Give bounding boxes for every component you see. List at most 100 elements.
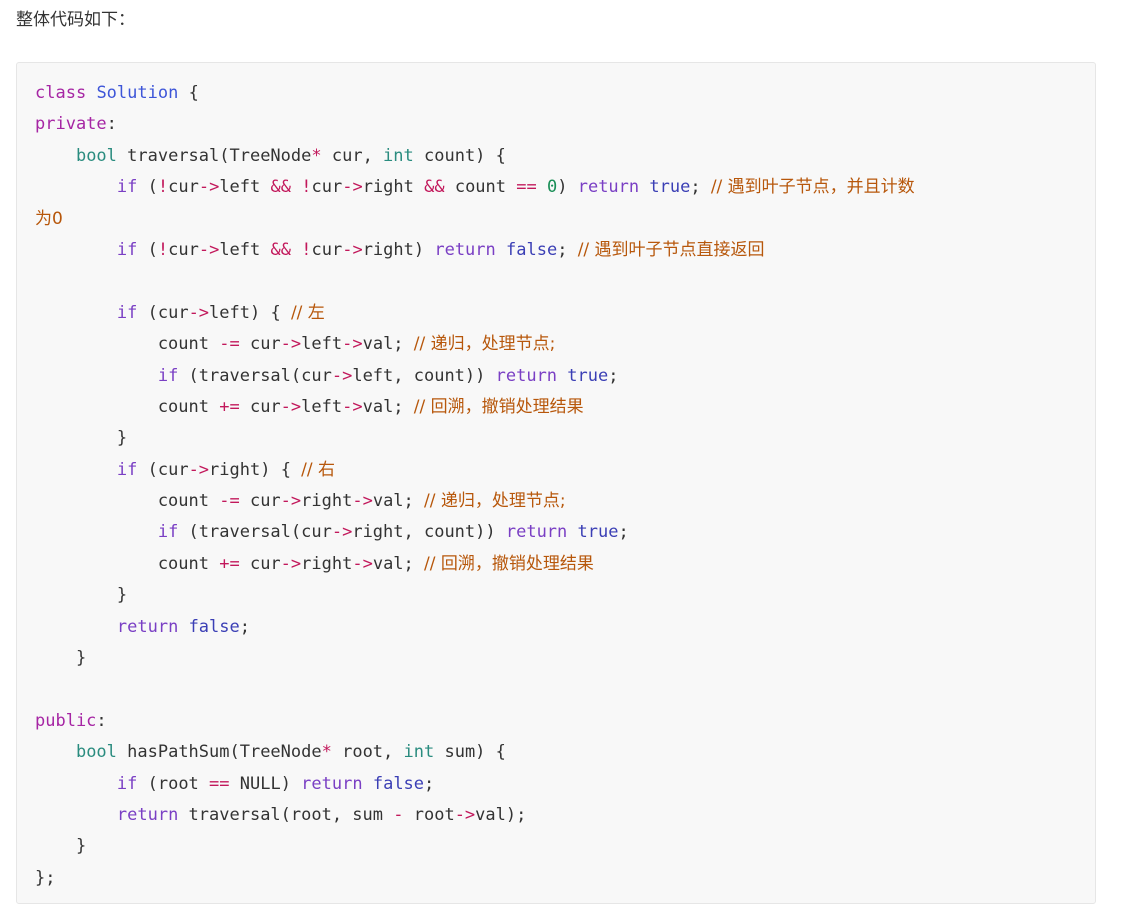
code-token: -> (188, 302, 210, 323)
code-token: ; (690, 177, 711, 198)
code-token: -> (454, 804, 476, 825)
code-token: right) { (209, 459, 302, 480)
code-token: val; (372, 491, 425, 512)
code-token: : (106, 114, 117, 135)
code-line: public: (35, 706, 1077, 737)
code-token: root (403, 804, 455, 825)
code-token: return (116, 616, 179, 637)
code-line: private: (35, 109, 1077, 140)
code-line: count -= cur->right->val; // 递归，处理节点; (35, 486, 1077, 517)
code-token: -> (352, 491, 373, 512)
code-token (86, 83, 96, 103)
code-token: (traversal(cur (178, 522, 332, 543)
code-token: false (372, 773, 425, 794)
code-token: cur (239, 396, 281, 417)
code-token: -> (331, 522, 353, 543)
code-token: } (35, 428, 128, 449)
code-token: ; (557, 239, 578, 260)
code-token: if (157, 365, 179, 386)
code-token: // 回溯，撤销处理结果 (413, 396, 584, 417)
code-token: (cur (137, 302, 189, 323)
code-token: }; (35, 867, 56, 888)
code-line: if (traversal(cur->left, count)) return … (35, 361, 1077, 392)
code-token: left (219, 239, 271, 260)
code-token: ! (301, 177, 312, 198)
code-token: } (35, 585, 128, 606)
code-token: if (116, 773, 138, 794)
code-line: } (35, 831, 1077, 862)
code-token: -> (342, 396, 363, 417)
code-token: cur (168, 177, 199, 198)
code-token: count) { (413, 145, 506, 166)
code-token: sum) { (434, 742, 506, 763)
code-token: traversal(root, sum (178, 804, 394, 825)
code-token: return (495, 365, 558, 386)
code-token (291, 177, 301, 197)
code-token: true (649, 177, 691, 198)
code-token: // 左 (290, 302, 325, 323)
code-line: return false; (35, 612, 1077, 643)
code-token: -> (342, 334, 363, 355)
code-token: && (270, 239, 291, 260)
code-token: // 遇到叶子节点直接返回 (577, 239, 765, 260)
code-token: val; (362, 396, 414, 417)
code-line: if (!cur->left && !cur->right && count =… (35, 172, 1077, 203)
code-token: ! (157, 177, 169, 198)
code-token: right (301, 491, 353, 512)
code-token: right (301, 553, 353, 574)
code-token: cur (239, 553, 281, 574)
code-token: right) (362, 239, 435, 260)
code-token (363, 774, 373, 794)
code-token: -> (331, 365, 353, 386)
code-token: val; (372, 553, 425, 574)
code-token: bool (75, 145, 117, 166)
code-token: -> (342, 239, 363, 260)
code-token: (cur (137, 459, 189, 480)
code-line: if (!cur->left && !cur->right) return fa… (35, 235, 1077, 266)
code-token: right (362, 177, 425, 198)
code-token: 0 (546, 177, 558, 198)
code-token: left) { (209, 302, 291, 323)
code-token: hasPathSum(TreeNode (116, 742, 322, 763)
code-line: bool hasPathSum(TreeNode* root, int sum)… (35, 737, 1077, 768)
code-line: if (traversal(cur->right, count)) return… (35, 517, 1077, 548)
code-line: bool traversal(TreeNode* cur, int count)… (35, 141, 1077, 172)
code-token: NULL) (229, 773, 302, 794)
code-token: Solution (96, 83, 179, 103)
code-token: // 右 (301, 459, 336, 480)
code-token: if (116, 239, 138, 260)
code-token: if (116, 459, 138, 480)
code-token: right, count)) (352, 522, 506, 543)
code-token: count (35, 491, 220, 512)
code-block[interactable]: class Solution {private: bool traversal(… (16, 62, 1096, 904)
code-token: traversal(TreeNode (116, 145, 312, 166)
code-token (35, 522, 158, 542)
code-token: val; (362, 334, 414, 355)
code-token: ! (157, 239, 169, 260)
code-token: if (116, 177, 138, 198)
code-token: ( (137, 177, 158, 198)
code-token: if (116, 302, 138, 323)
code-token (35, 460, 117, 480)
code-token: -> (198, 177, 220, 198)
code-token: class (35, 83, 87, 103)
code-token (35, 303, 117, 323)
code-token: - (393, 804, 404, 825)
code-token: ( (137, 239, 158, 260)
code-token: true (567, 365, 609, 386)
code-token: false (188, 616, 240, 637)
code-token (639, 177, 649, 197)
code-token (35, 240, 117, 260)
code-token: += (219, 396, 240, 417)
code-line: count -= cur->left->val; // 递归，处理节点; (35, 329, 1077, 360)
code-line: 为0 (35, 204, 1077, 235)
code-token: val); (475, 804, 527, 825)
code-token: } (35, 648, 87, 669)
code-token: if (157, 522, 179, 543)
code-token (35, 617, 117, 637)
code-token (35, 366, 158, 386)
code-token: return (116, 804, 179, 825)
code-token: * (321, 742, 332, 763)
code-token (35, 774, 117, 794)
code-token (496, 240, 506, 260)
